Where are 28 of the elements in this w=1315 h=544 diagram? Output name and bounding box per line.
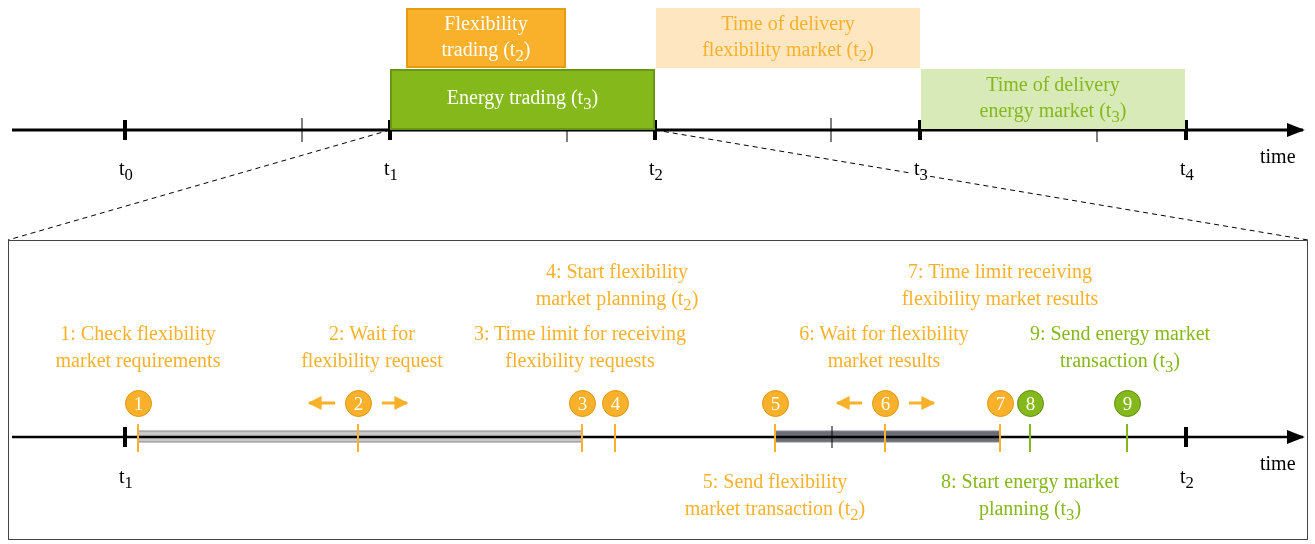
step-number: 6 — [872, 390, 899, 417]
time-period-box — [656, 8, 920, 68]
step-description: 1: Check flexibility market requirements — [54, 321, 222, 374]
box-label: Flexibility trading (t$_{2}$) — [440, 10, 532, 67]
step-number: 2 — [345, 390, 372, 417]
step-number: 4 — [602, 390, 629, 417]
step-number: 9 — [1114, 390, 1141, 417]
step-number: 5 — [762, 390, 789, 417]
step-number: 8 — [1017, 390, 1044, 417]
axis-label: time — [1258, 146, 1298, 166]
step-description: 5: Send flexibility market transaction (t$_{2}$) — [683, 469, 867, 526]
box-label: Energy trading (t$_{3}$) — [446, 85, 599, 115]
step-description: 8: Start energy market planning (t$_{3}$) — [941, 469, 1119, 526]
step-description: 3: Time limit for receiving flexibility requests — [472, 321, 688, 374]
time-period-box — [921, 69, 1185, 129]
box-label: Time of delivery energy market (t$_{3}$) — [978, 71, 1128, 128]
axis-label: time — [1258, 453, 1298, 473]
step-description: 9: Send energy market transaction (t$_{3}$) — [1028, 321, 1212, 378]
step-description: 4: Start flexibility market planning (t$_{2}$) — [534, 259, 700, 316]
time-period-box — [390, 69, 655, 130]
step-description: 2: Wait for flexibility request — [300, 321, 444, 374]
box-label: Time of delivery flexibility market (t$_{2}$) — [701, 10, 875, 67]
step-number: 7 — [987, 390, 1014, 417]
time-period-box — [406, 8, 566, 68]
step-number: 1 — [125, 390, 152, 417]
step-description: 6: Wait for flexibility market results — [798, 321, 970, 373]
step-number: 3 — [569, 390, 596, 417]
step-description: 7: Time limit receiving flexibility market results — [900, 259, 1100, 312]
